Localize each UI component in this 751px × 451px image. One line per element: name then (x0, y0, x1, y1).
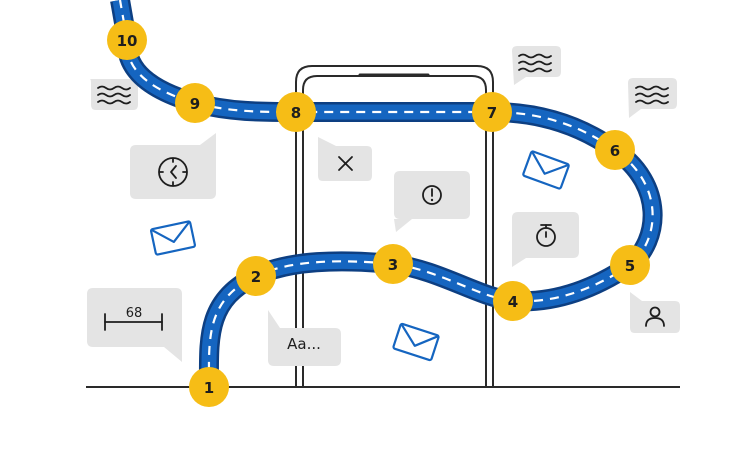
text-input-label: Aa... (287, 335, 321, 353)
bubble-alert (394, 171, 470, 232)
waves-icon (97, 85, 131, 105)
bubble-ruler: 68 (87, 288, 182, 362)
stop-circle (595, 130, 635, 170)
bubble-waves-top (512, 46, 561, 85)
stop-number: 8 (291, 104, 301, 122)
clock-icon (158, 157, 188, 187)
stop-marker: 5 (610, 245, 650, 285)
stop-markers: 1 2 3 4 5 6 7 8 9 10 (107, 20, 650, 407)
bubble-clock (130, 133, 216, 199)
bubble-stopwatch (512, 212, 579, 267)
mail-icon (392, 322, 440, 362)
ruler-value: 68 (126, 306, 143, 321)
stop-marker: 3 (373, 244, 413, 284)
stop-circle (236, 256, 276, 296)
waves-icon (635, 85, 669, 105)
stop-number: 5 (625, 257, 635, 275)
close-icon (338, 156, 353, 171)
stop-marker: 10 (107, 20, 147, 60)
stop-circle (610, 245, 650, 285)
user-icon (645, 306, 665, 327)
bubble-user (630, 292, 680, 333)
stop-number: 4 (508, 293, 518, 311)
bubble-text-input: Aa... (268, 310, 341, 366)
stop-number: 3 (388, 256, 398, 274)
stop-number: 7 (487, 104, 497, 122)
stop-circle (175, 83, 215, 123)
stop-circle (472, 92, 512, 132)
stop-number: 10 (117, 32, 138, 50)
stop-number: 6 (610, 142, 620, 160)
alert-icon (422, 185, 442, 205)
bubble-waves-left (90, 79, 138, 110)
stop-circle (189, 367, 229, 407)
stop-marker: 1 (189, 367, 229, 407)
bubble-waves-right (628, 78, 677, 118)
stop-number: 1 (204, 379, 214, 397)
stop-marker: 4 (493, 281, 533, 321)
stop-circle (276, 92, 316, 132)
stop-circle (107, 20, 147, 60)
phone-outline (295, 65, 494, 387)
waves-icon (518, 53, 552, 73)
stop-number: 2 (251, 268, 261, 286)
mail-icon (522, 150, 570, 190)
stopwatch-icon (536, 224, 556, 247)
stop-circle (373, 244, 413, 284)
stop-marker: 9 (175, 83, 215, 123)
stop-marker: 8 (276, 92, 316, 132)
stop-marker: 2 (236, 256, 276, 296)
stop-marker: 6 (595, 130, 635, 170)
mail-icon (150, 220, 196, 256)
stop-number: 9 (190, 95, 200, 113)
bubble-close (318, 137, 372, 181)
stop-circle (493, 281, 533, 321)
stop-marker: 7 (472, 92, 512, 132)
